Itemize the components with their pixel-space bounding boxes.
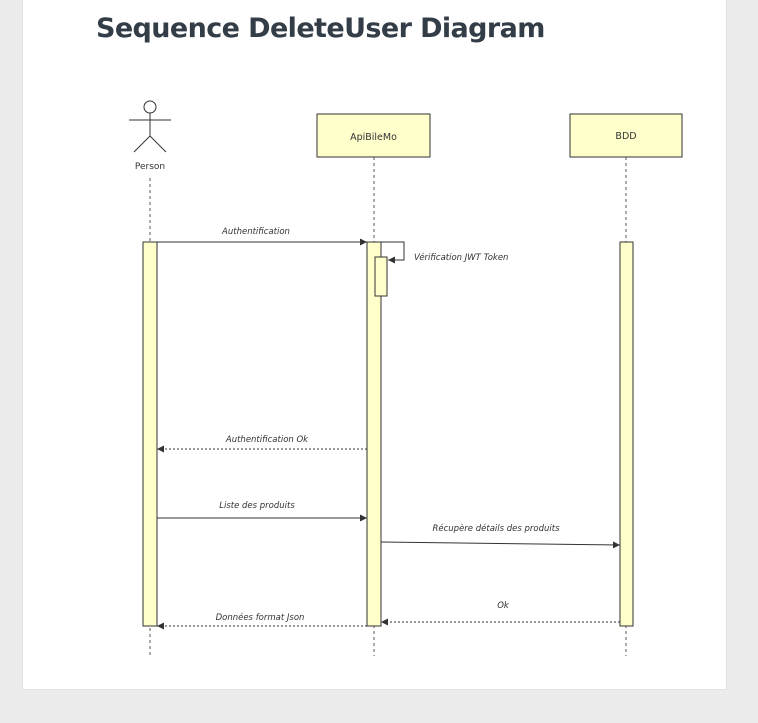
actor-person-label: Person bbox=[135, 162, 165, 172]
message-label-ok: Ok bbox=[497, 601, 510, 611]
actor-left-leg bbox=[133, 135, 151, 153]
participant-api-box bbox=[316, 113, 431, 158]
message-label-recupere-details: Récupère détails des produits bbox=[432, 523, 560, 534]
actor-right-leg bbox=[149, 135, 167, 153]
activation-api bbox=[366, 241, 382, 627]
participant-bdd-label: BDD bbox=[615, 131, 636, 142]
activation-bdd bbox=[619, 241, 634, 627]
message-arrow-verification-jwt bbox=[381, 241, 405, 264]
message-label-authentification-ok: Authentification Ok bbox=[225, 435, 309, 445]
message-label-donnees-json: Données format Json bbox=[216, 612, 305, 623]
message-arrow-recupere-details bbox=[380, 541, 621, 549]
message-label-liste-produits: Liste des produits bbox=[219, 501, 295, 511]
activation-person bbox=[142, 241, 158, 627]
message-label-verification-jwt: Vérification JWT Token bbox=[414, 252, 508, 263]
activation-api-self bbox=[374, 256, 388, 297]
message-label-authentification: Authentification bbox=[221, 227, 290, 237]
actor-person bbox=[129, 100, 171, 153]
actor-head bbox=[143, 100, 157, 114]
page-title: Sequence DeleteUser Diagram bbox=[96, 13, 545, 44]
participant-api-label: ApiBileMo bbox=[350, 132, 397, 143]
